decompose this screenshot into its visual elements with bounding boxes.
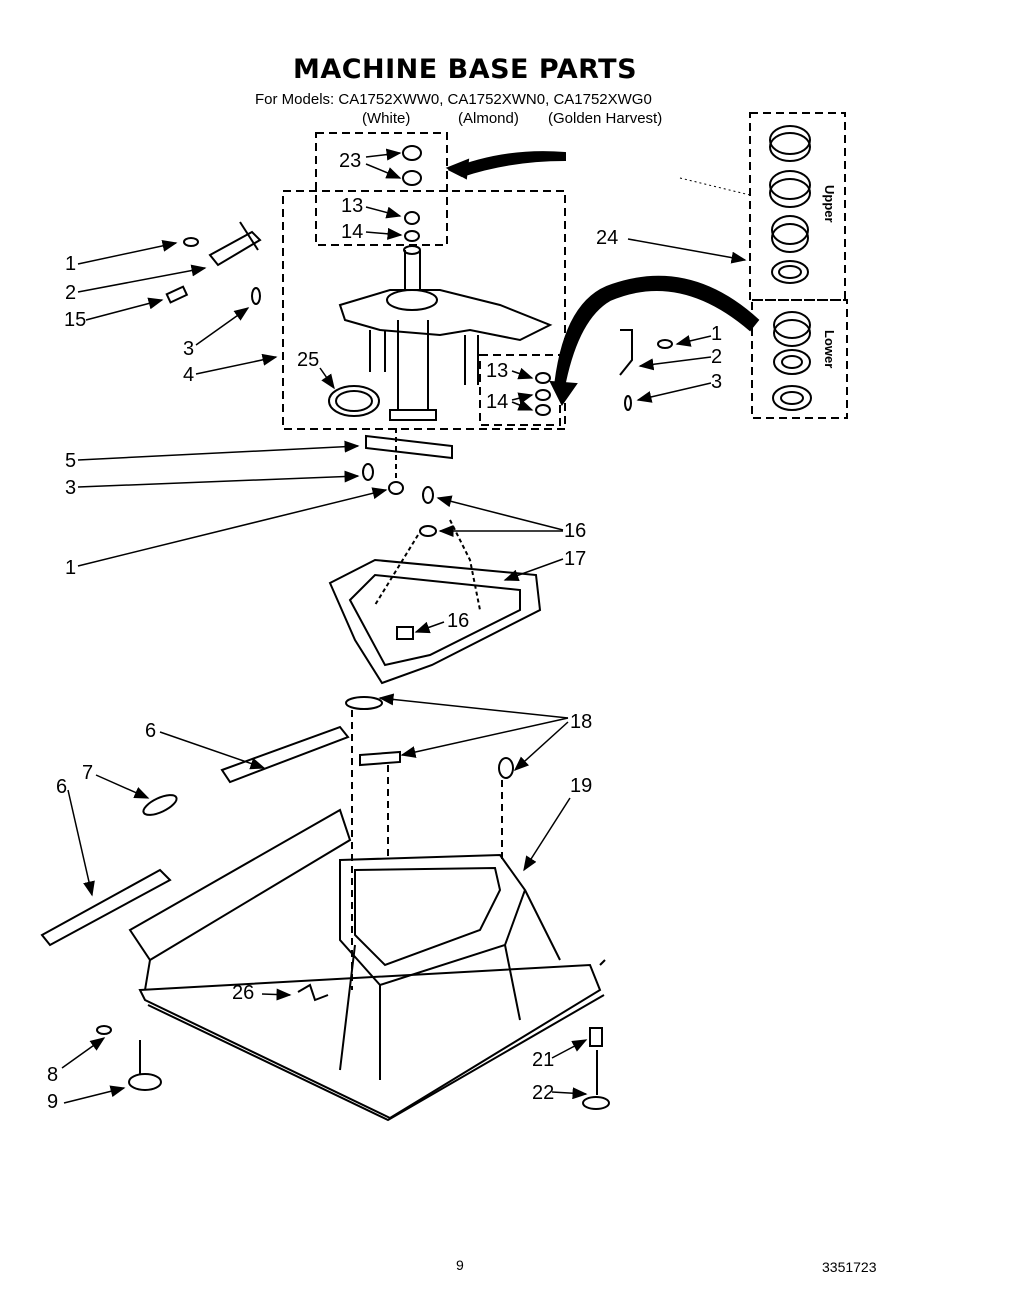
callout-13: 13 bbox=[341, 195, 364, 217]
bracket-icon bbox=[365, 434, 453, 460]
callout-7: 7 bbox=[82, 762, 94, 784]
callout-2: 2 bbox=[65, 282, 77, 304]
callout-9: 9 bbox=[47, 1091, 59, 1113]
callout-1: 1 bbox=[65, 253, 77, 275]
callout-14-right: 14 bbox=[486, 391, 509, 413]
callout-3: 3 bbox=[183, 338, 195, 360]
agitator-assembly-box bbox=[282, 112, 848, 430]
callout-18: 18 bbox=[570, 711, 593, 733]
callout-5: 5 bbox=[65, 450, 77, 472]
callout-17: 17 bbox=[564, 548, 587, 570]
callout-23: 23 bbox=[339, 150, 362, 172]
callout-21: 21 bbox=[532, 1049, 555, 1071]
cam-parts-icon bbox=[402, 145, 551, 416]
callout-14: 14 bbox=[341, 221, 364, 243]
side-bracket-icon bbox=[220, 725, 350, 784]
callout-16: 16 bbox=[564, 520, 587, 542]
leader-lines bbox=[61, 148, 747, 1104]
callout-3-right: 3 bbox=[711, 371, 723, 393]
callout-24: 24 bbox=[596, 227, 619, 249]
upper-bearings-icon bbox=[769, 125, 811, 284]
callout-4: 4 bbox=[183, 364, 195, 386]
callout-2-right: 2 bbox=[711, 346, 723, 368]
callout-13-right: 13 bbox=[486, 360, 509, 382]
models-line: For Models: CA1752XWW0, CA1752XWN0, CA17… bbox=[255, 91, 652, 108]
callout-8: 8 bbox=[47, 1064, 59, 1086]
variant-almond: (Almond) bbox=[458, 110, 519, 127]
upper-bearings-label: Upper bbox=[822, 185, 837, 223]
callout-22: 22 bbox=[532, 1082, 555, 1104]
callout-1-lower: 1 bbox=[65, 557, 77, 579]
variant-white: (White) bbox=[362, 110, 411, 127]
lower-bearings-label: Lower bbox=[822, 330, 837, 369]
page-title: MACHINE BASE PARTS bbox=[292, 54, 638, 85]
callout-6: 6 bbox=[145, 720, 157, 742]
curved-arrow-right bbox=[553, 275, 760, 401]
callout-1-right: 1 bbox=[711, 323, 723, 345]
callout-3-lower: 3 bbox=[65, 477, 77, 499]
page-number: 9 bbox=[456, 1257, 464, 1273]
callout-16-lower: 16 bbox=[447, 610, 470, 632]
callout-15: 15 bbox=[64, 309, 87, 331]
machine-base-icon bbox=[128, 808, 606, 1122]
callout-6-lower: 6 bbox=[56, 776, 68, 798]
motor-clamp-icon bbox=[165, 221, 673, 411]
gearcase-icon bbox=[338, 245, 553, 421]
callout-26: 26 bbox=[232, 982, 255, 1004]
variant-golden-harvest: (Golden Harvest) bbox=[548, 110, 663, 127]
document-number: 3351723 bbox=[822, 1259, 877, 1275]
leveling-feet-icon bbox=[96, 1025, 610, 1110]
callout-19: 19 bbox=[570, 775, 593, 797]
callout-25: 25 bbox=[297, 349, 320, 371]
lower-bearings-icon bbox=[772, 311, 812, 411]
seal-ring-icon bbox=[328, 385, 380, 417]
